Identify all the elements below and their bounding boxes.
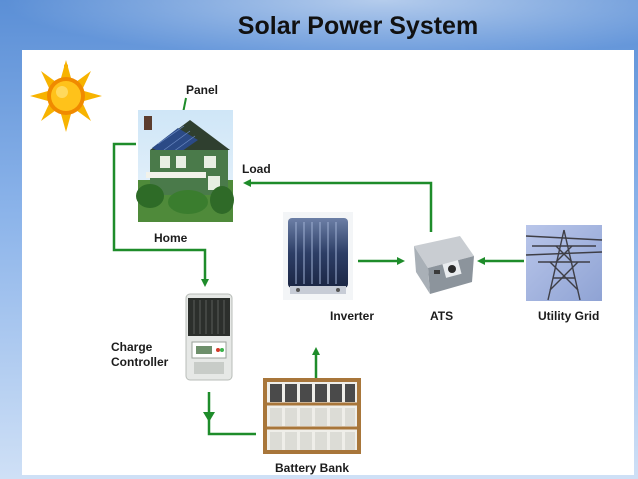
slide-title: Solar Power System xyxy=(237,12,479,40)
edge-ats-to-load xyxy=(243,179,433,232)
edge-charge-controller-arrowhead xyxy=(203,412,215,422)
label-home: Home xyxy=(154,231,188,245)
edge-home-to-charge-controller xyxy=(112,142,209,287)
home-image xyxy=(136,110,234,222)
label-utility-grid: Utility Grid xyxy=(538,309,600,323)
sun-icon xyxy=(30,60,102,132)
utility-grid-image xyxy=(525,225,603,301)
label-battery-bank: Battery Bank xyxy=(275,461,350,475)
battery-bank-image xyxy=(263,378,361,454)
ats-image xyxy=(412,232,474,294)
label-ats: ATS xyxy=(430,309,454,323)
inverter-image xyxy=(283,212,353,300)
label-inverter: Inverter xyxy=(330,309,375,323)
charge-controller-image xyxy=(180,292,236,382)
label-load: Load xyxy=(242,162,271,176)
edge-charge-controller-to-battery-bank xyxy=(207,392,256,436)
label-charge-controller: Charge Controller xyxy=(111,340,169,369)
label-panel: Panel xyxy=(186,83,219,97)
